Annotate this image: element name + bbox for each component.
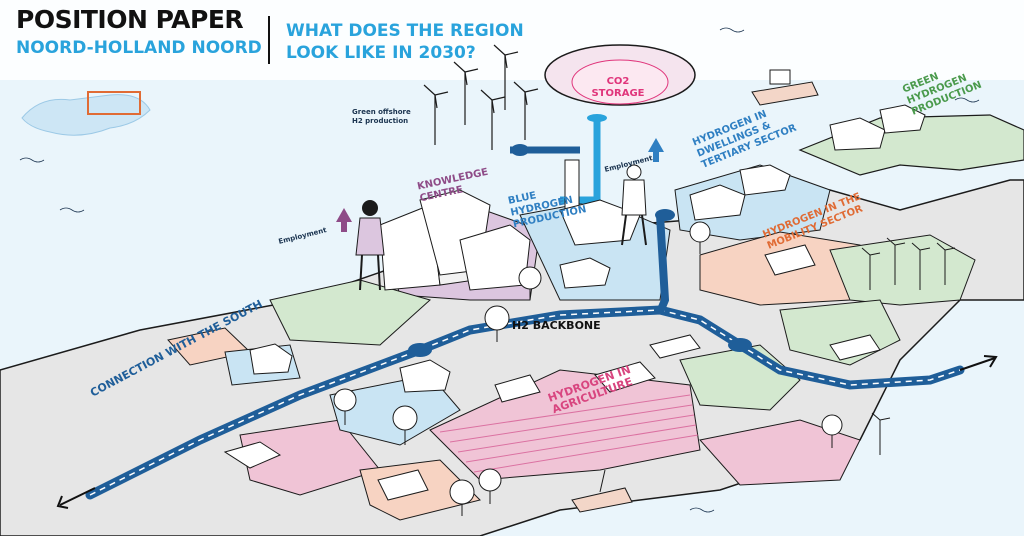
green-offshore-label-line1: Green offshore xyxy=(352,108,411,116)
arrow-up-icon xyxy=(648,138,664,162)
east-arrow-icon xyxy=(959,355,998,371)
header-question-line1: WHAT DOES THE REGION xyxy=(286,21,524,41)
pipeline-node xyxy=(511,144,529,156)
tree-icon xyxy=(333,221,843,516)
wave-lines xyxy=(19,27,980,513)
pipeline-node xyxy=(728,338,752,352)
ship-icon xyxy=(751,69,819,106)
south-arrow-icon xyxy=(56,487,96,509)
green-offshore-label: Green offshore H2 production xyxy=(352,108,411,126)
pipeline-node xyxy=(655,209,675,221)
co2-storage-label-line2: STORAGE xyxy=(591,88,645,99)
dwelling-houses xyxy=(249,104,926,393)
zone-windfarm xyxy=(829,234,976,306)
blue-hydrogen-plant xyxy=(459,159,641,291)
zone-pink-left xyxy=(239,419,381,496)
zone-dwellings xyxy=(674,164,831,241)
h2-backbone-label: H2 BACKBONE xyxy=(512,319,601,332)
person-icon xyxy=(355,200,385,291)
onshore-wind-turbines xyxy=(861,237,956,455)
north-pipe xyxy=(656,214,670,314)
page-title: POSITION PAPER xyxy=(16,5,244,34)
header-question: WHAT DOES THE REGION LOOK LIKE IN 2030? xyxy=(286,20,524,64)
page-subtitle: NOORD-HOLLAND NOORD xyxy=(16,38,262,58)
pipeline-node xyxy=(408,343,432,357)
header-backdrop xyxy=(0,0,1024,80)
truck-icon xyxy=(377,244,881,501)
co2-valve xyxy=(587,114,607,122)
co2-storage-label: CO2 STORAGE xyxy=(590,76,646,100)
map-icon xyxy=(21,91,151,136)
zone-pink-right xyxy=(699,419,861,486)
co2-storage-label-line1: CO2 xyxy=(606,76,630,87)
agriculture-stripes xyxy=(439,394,699,473)
fishing-boat-icon xyxy=(571,469,633,513)
zone-green-left xyxy=(269,279,432,346)
header-question-line2: LOOK LIKE IN 2030? xyxy=(286,43,476,63)
person-icon xyxy=(621,164,647,246)
arrow-up-icon xyxy=(336,208,352,232)
green-offshore-label-line2: H2 production xyxy=(352,117,409,125)
offshore-wind-turbines xyxy=(423,44,539,150)
header-divider xyxy=(268,16,270,64)
knowledge-centre-building xyxy=(379,189,491,291)
co2-storage-inner xyxy=(571,59,669,105)
barn-buildings xyxy=(223,361,656,469)
